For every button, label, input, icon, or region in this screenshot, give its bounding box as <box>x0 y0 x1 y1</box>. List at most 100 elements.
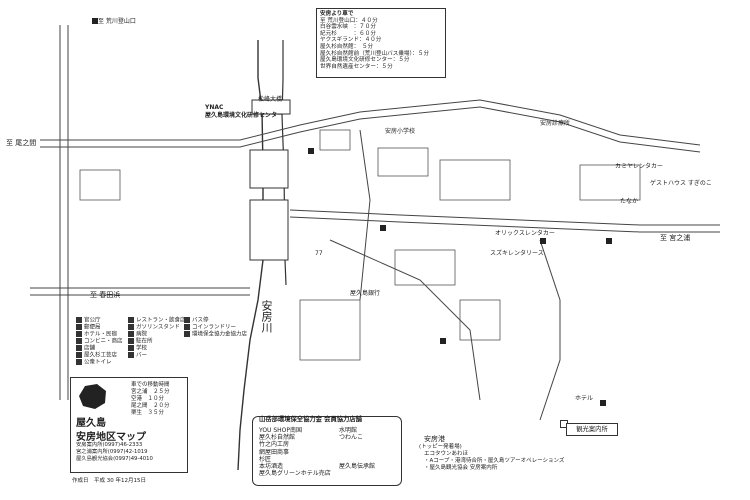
access-line: 屋久島環境文化研修センター：５分 <box>320 57 410 64</box>
access-line: 至 荒川登山口：４０分 <box>320 17 378 24</box>
square-icon <box>184 317 190 323</box>
square-icon <box>76 331 82 337</box>
title-panel: 屋久島 安房地区マップ 車での移動時間 宮之浦 ２５分 空港 １０分 尾之間 ２… <box>70 377 188 473</box>
legend-item: 病院 <box>128 331 147 339</box>
road-south <box>539 239 561 421</box>
legend-item: ホテル・民宿 <box>76 331 117 339</box>
block-b <box>377 147 429 177</box>
road-east <box>289 209 720 226</box>
shop-item: つわんこ <box>339 434 364 442</box>
label-clinic: 安房診療所 <box>540 120 571 127</box>
contact-line: 宮之浦案内所(0997)42-1019 <box>76 449 148 455</box>
label-guesthouse: ゲストハウス すぎのこ <box>650 180 712 187</box>
hotel-icon <box>606 238 612 244</box>
time-row: 尾之間 ２０分 <box>131 403 170 409</box>
shop-item: 本坊酒造 <box>259 463 284 471</box>
shop-panel: 山岳部環境保全協力金 会員協力店舗 YOU SHOP南国 屋久杉自然館 竹之内工… <box>252 416 402 486</box>
legend-item: コンビニ・商店 <box>76 338 123 346</box>
shop-item: 屋久杉自然館 <box>259 434 296 442</box>
store-icon <box>440 338 446 344</box>
square-icon <box>128 331 134 337</box>
time-row: 栗生 ３５分 <box>131 410 165 416</box>
matsuba-bridge <box>251 99 291 115</box>
restaurant-icon <box>540 238 546 244</box>
access-line: 白谷雲水峡 ：７０分 <box>320 24 376 31</box>
label-env-center: 屋久島環境文化研修センター <box>205 112 284 119</box>
square-icon <box>76 338 82 344</box>
block-h <box>79 169 121 201</box>
access-line: ヤクスギランド：４０分 <box>320 37 382 44</box>
road-coastal <box>329 239 481 401</box>
label-to-osumi: 至 尾之間 <box>6 139 37 147</box>
block-c <box>439 159 511 201</box>
access-title: 安房より車で <box>320 11 354 17</box>
label-kamiya-rental: カミヤレンタカー <box>615 163 664 170</box>
shop-item: 竹之内工房 <box>259 441 290 449</box>
square-icon <box>76 324 82 330</box>
square-icon <box>128 352 134 358</box>
legend-item: 環境保全協力金協力店 <box>184 331 247 339</box>
label-tanaka: たなか <box>620 198 639 205</box>
block-f <box>459 299 501 341</box>
shop-item: 網屋田商事 <box>259 448 290 456</box>
road-crossing <box>359 129 371 301</box>
square-icon <box>128 324 134 330</box>
square-icon <box>76 352 82 358</box>
access-line: 屋久杉自然館： ５分 <box>320 43 374 50</box>
island-silhouette-icon <box>79 384 106 409</box>
access-line: 紀元杉 ：６０分 <box>320 30 376 37</box>
footer-line: エコタウンあわほ <box>424 451 469 457</box>
footer-line: ・Aコープ・港湾待合所・屋久島ツアーオペレーションズ <box>424 458 565 464</box>
post-office-icon <box>380 225 386 231</box>
tourist-office-label: 観光案内所 <box>566 423 618 436</box>
shop-icon <box>308 148 314 154</box>
south-bridge-2 <box>249 149 289 189</box>
label-to-haruta: 至 春田浜 <box>90 291 121 299</box>
time-row: 宮之浦 ２５分 <box>131 389 170 395</box>
anbo-river <box>237 40 264 471</box>
legend-item: 郵便局 <box>76 324 101 332</box>
block-d <box>299 299 361 361</box>
square-icon <box>76 359 82 365</box>
south-bridge <box>249 199 289 261</box>
legend-item: バー <box>128 352 147 360</box>
shop-panel-title: 山岳部環境保全協力金 会員協力店舗 <box>259 416 362 423</box>
legend: 官公庁 郵便局 ホテル・民宿 コンビニ・商店 店舗 屋久杉工芸店 公衆トイレ レ… <box>72 313 247 373</box>
road-route77 <box>40 99 701 146</box>
label-anbo-bank: 屋久島銀行 <box>350 290 381 297</box>
legend-item: 公衆トイレ <box>76 359 112 367</box>
time-row: 車での移動時間 <box>131 382 170 388</box>
square-icon <box>184 324 190 330</box>
legend-item: 駐在所 <box>128 338 153 346</box>
label-anbo-port-sub: (トッピー発着場) <box>419 444 462 450</box>
created-date: 作成日 平成 30 年12月15日 <box>72 478 146 484</box>
legend-item: レストラン・飲食店 <box>128 317 186 325</box>
anbo-river-bank <box>281 40 287 286</box>
legend-item: 店舗 <box>76 345 95 353</box>
legend-item: 官公庁 <box>76 317 101 325</box>
label-anbo-port: 安房港 <box>424 435 445 443</box>
block-a <box>319 129 351 151</box>
access-panel: 安房より車で 至 荒川登山口：４０分 白谷雲水峡 ：７０分 紀元杉 ：６０分 ヤ… <box>316 8 446 78</box>
shop-item: 水明館 <box>339 427 358 434</box>
shop-item: 屋久島グリーンホテル売店 <box>259 470 331 478</box>
legend-item: バス停 <box>184 317 209 325</box>
label-suzuki: スズキレンタリース <box>490 250 544 257</box>
square-icon <box>184 331 190 337</box>
contact-line: 屋久島観光協会(0997)49-4010 <box>76 456 153 462</box>
square-icon <box>128 345 134 351</box>
access-line: 世界自然遺産センター：５分 <box>320 63 393 70</box>
label-route77: 77 <box>315 250 323 257</box>
label-north-trail: 至 荒川登山口 <box>98 18 136 25</box>
square-icon <box>128 317 134 323</box>
square-icon <box>76 317 82 323</box>
label-hotel: ホテル <box>575 395 594 402</box>
road-route77-2 <box>40 106 701 153</box>
footer-line: ・屋久島観光協会 安房案内所 <box>424 465 498 471</box>
access-line: 屋久杉自然館前（荒川登山バス乗場）：５分 <box>320 50 430 57</box>
time-row: 空港 １０分 <box>131 396 165 402</box>
label-orix: オリックスレンタカー <box>495 230 555 237</box>
square-icon <box>76 345 82 351</box>
square-icon <box>128 338 134 344</box>
